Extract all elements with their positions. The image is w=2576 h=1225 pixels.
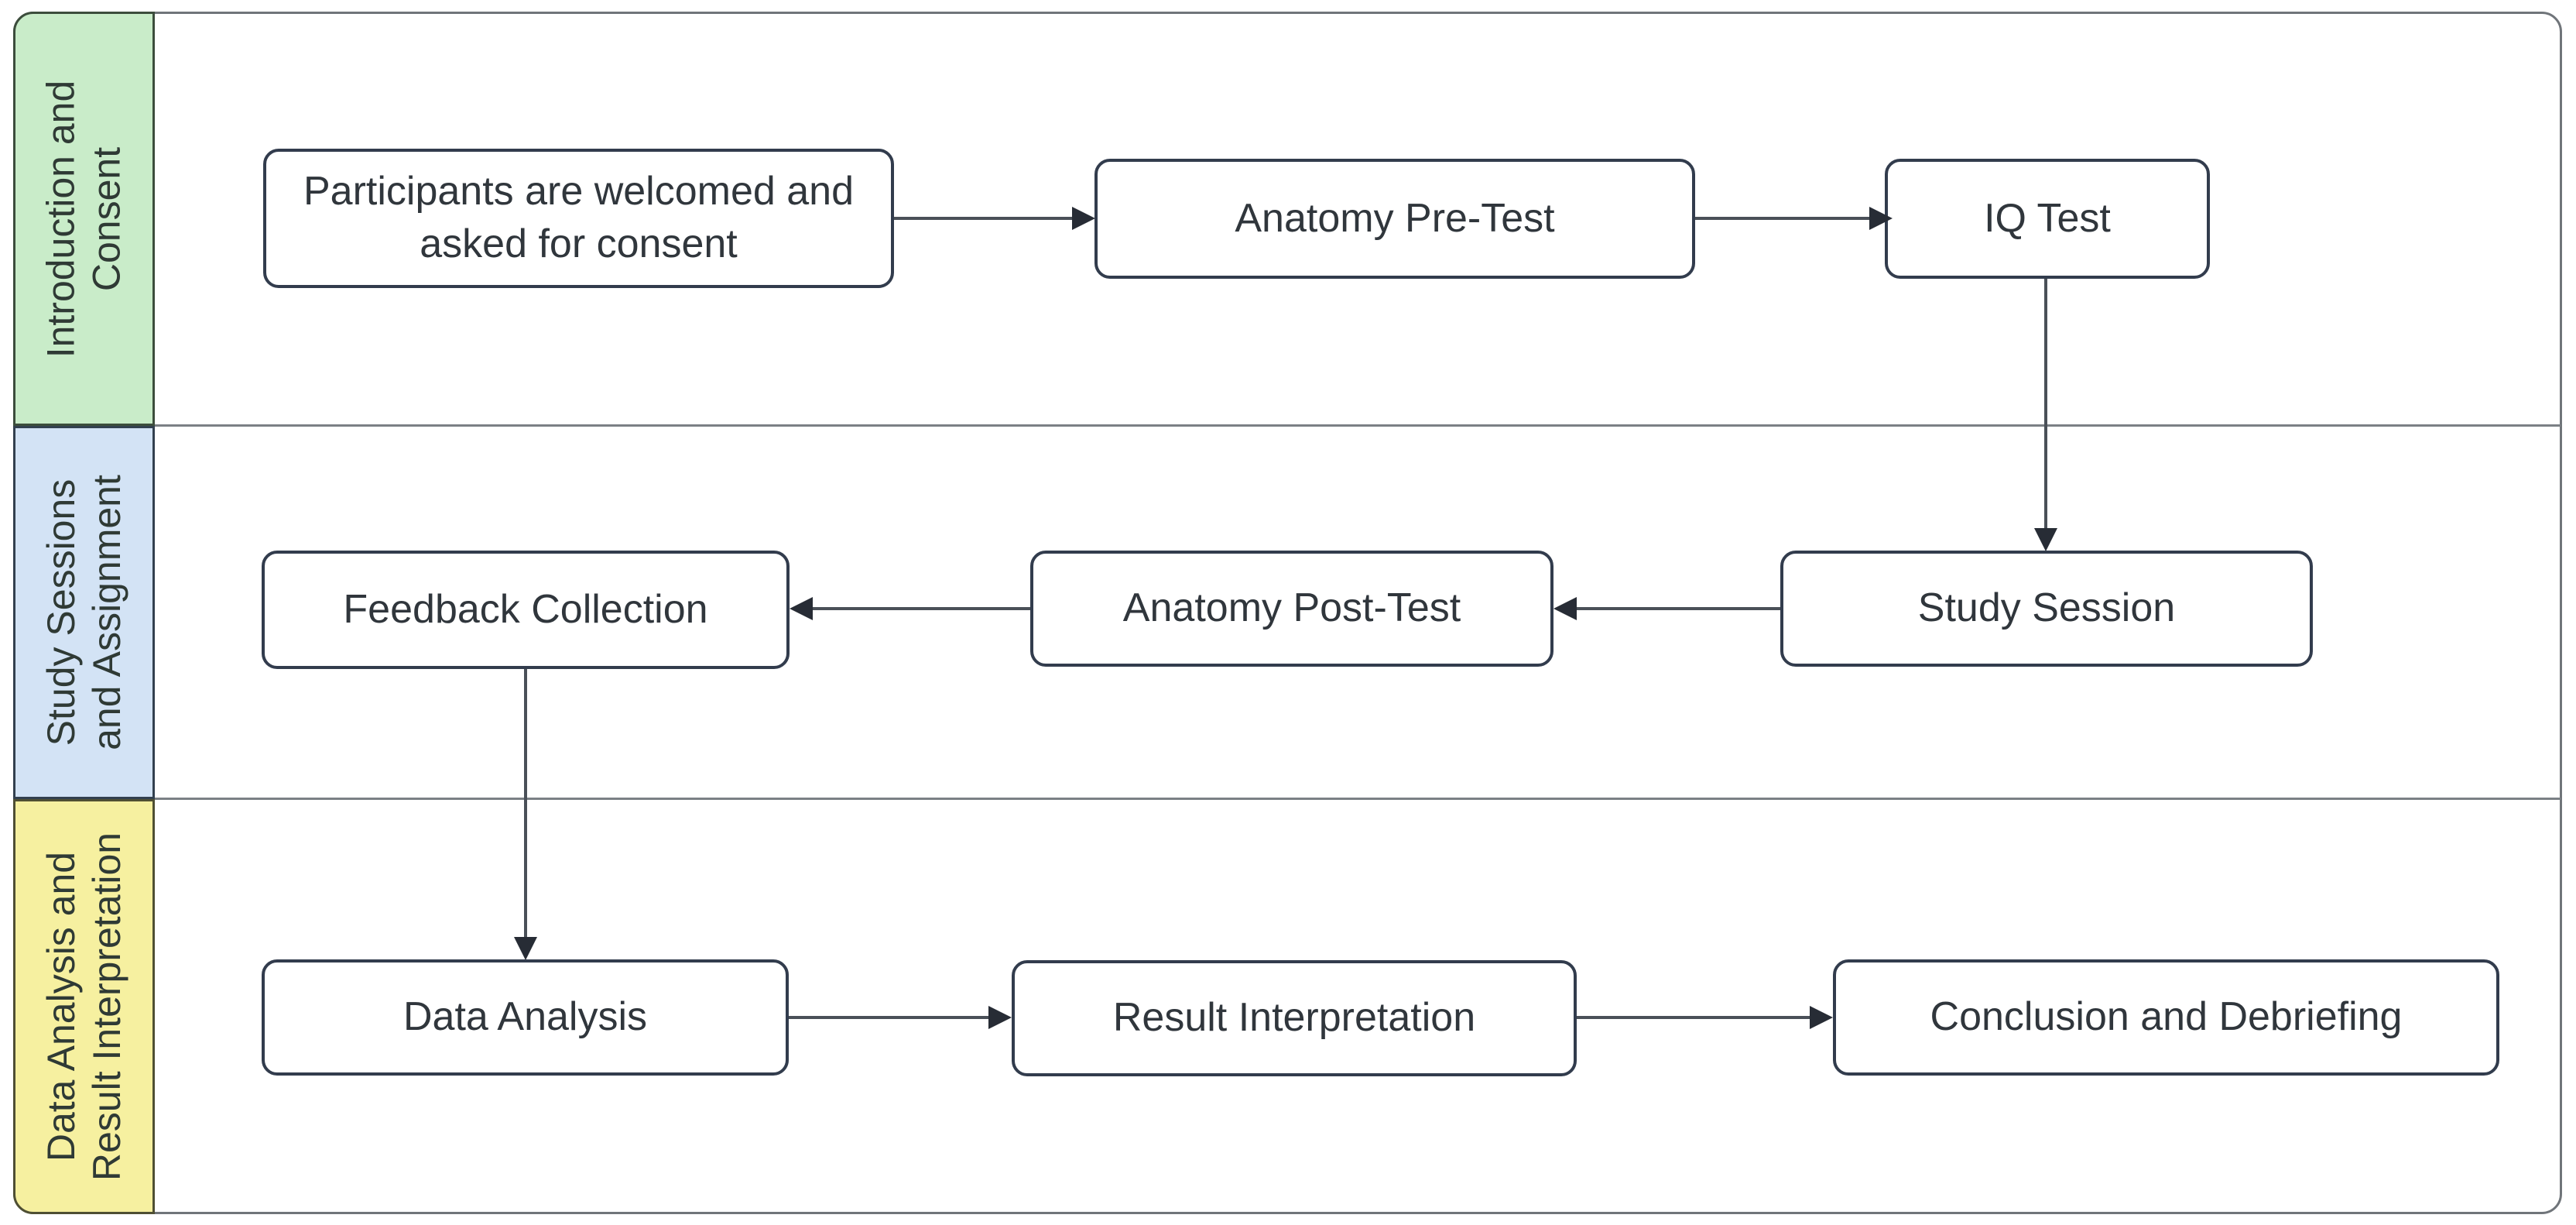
lane-separator-2 bbox=[15, 798, 2561, 800]
lane-label: Study Sessions and Assignment bbox=[39, 475, 128, 750]
node-result-interpretation: Result Interpretation bbox=[1012, 960, 1577, 1076]
node-label: Data Analysis bbox=[402, 994, 648, 1040]
edge-line bbox=[524, 669, 527, 937]
node-study-session: Study Session bbox=[1780, 551, 2313, 667]
lane-label: Data Analysis and Result Interpretation bbox=[39, 832, 128, 1182]
node-participants-welcomed: Participants are welcomed and asked for … bbox=[263, 149, 894, 288]
lane-header-data-analysis-and-result-interpretation: Data Analysis and Result Interpretation bbox=[13, 799, 155, 1214]
node-label: Result Interpretation bbox=[1112, 995, 1476, 1041]
node-label: Study Session bbox=[1917, 585, 2176, 631]
arrowhead bbox=[1869, 207, 1893, 230]
arrowhead bbox=[790, 597, 813, 620]
arrowhead bbox=[2034, 528, 2057, 551]
node-label: Anatomy Pre-Test bbox=[1235, 195, 1555, 241]
node-iq-test: IQ Test bbox=[1885, 159, 2210, 279]
node-data-analysis: Data Analysis bbox=[262, 959, 789, 1076]
edge-line bbox=[1695, 217, 1871, 220]
arrowhead bbox=[514, 937, 537, 960]
node-label: IQ Test bbox=[1984, 195, 2111, 241]
arrowhead bbox=[1810, 1006, 1833, 1029]
node-feedback-collection: Feedback Collection bbox=[262, 551, 790, 669]
edge-line bbox=[811, 607, 1030, 610]
node-label: Anatomy Post-Test bbox=[1122, 585, 1461, 631]
lane-separator-1 bbox=[15, 424, 2561, 427]
lane-header-study-sessions-and-assignment: Study Sessions and Assignment bbox=[13, 426, 155, 799]
edge-line bbox=[2044, 279, 2047, 530]
arrowhead bbox=[1553, 597, 1577, 620]
arrowhead bbox=[1072, 207, 1095, 230]
lane-header-introduction-and-consent: Introduction and Consent bbox=[13, 12, 155, 426]
node-conclusion-debriefing: Conclusion and Debriefing bbox=[1833, 959, 2499, 1076]
edge-line bbox=[789, 1016, 989, 1019]
node-anatomy-post-test: Anatomy Post-Test bbox=[1030, 551, 1553, 667]
node-anatomy-pre-test: Anatomy Pre-Test bbox=[1094, 159, 1695, 279]
edge-line bbox=[1577, 1016, 1810, 1019]
node-label: Feedback Collection bbox=[343, 586, 708, 632]
lane-label: Introduction and Consent bbox=[39, 80, 128, 358]
edge-line bbox=[894, 217, 1074, 220]
node-label: Participants are welcomed and asked for … bbox=[303, 169, 855, 266]
edge-line bbox=[1575, 607, 1780, 610]
node-label: Conclusion and Debriefing bbox=[1930, 994, 2403, 1040]
arrowhead bbox=[988, 1006, 1012, 1029]
